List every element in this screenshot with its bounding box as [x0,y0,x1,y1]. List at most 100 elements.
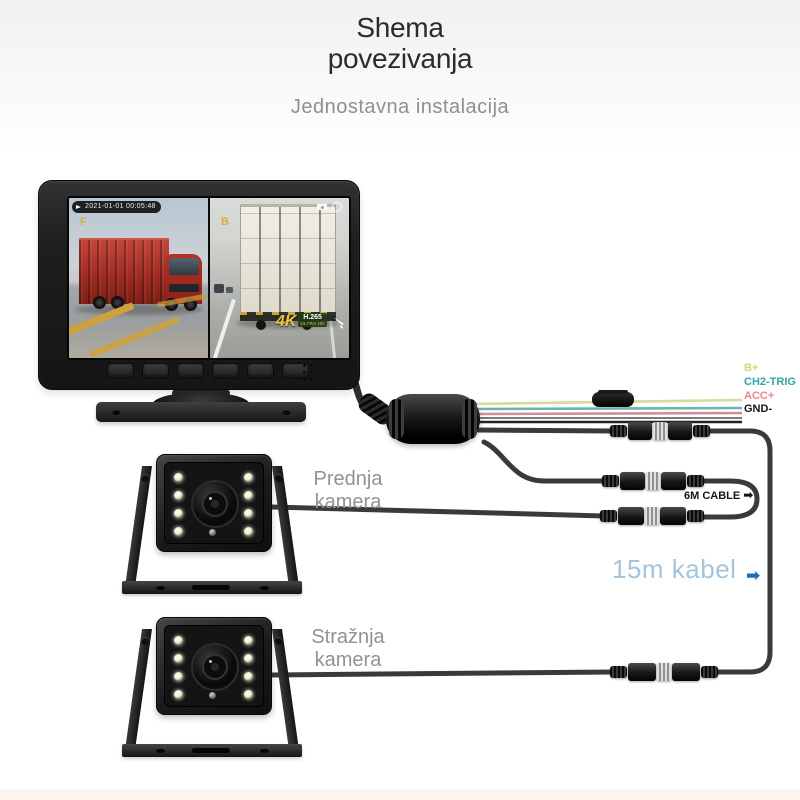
page-subtitle: Jednostavna instalacija [290,96,510,118]
ir-led [244,491,253,500]
connector-pair-monitor [610,422,710,440]
ir-led [244,473,253,482]
cable-front-camera [269,504,607,519]
truck-bumper [240,312,336,321]
bottom-band [0,789,800,800]
mount-slot [192,748,230,753]
truck-shadow [75,304,203,315]
distant-car [226,287,233,293]
title-line-1: Shema [356,12,444,43]
ir-led [244,636,253,645]
ir-led [174,527,183,536]
splitter-box [386,394,480,444]
connector-pair-6m-top [602,472,704,490]
header-background [0,0,800,150]
mount-hole [260,586,269,590]
connector-ring [645,507,659,525]
monitor-buttons [107,363,309,379]
connector-ring [657,663,671,681]
4k-label: 4K [276,313,297,330]
cable-15m [701,428,773,675]
ir-led [174,690,183,699]
ir-led [244,509,253,518]
wire-ch2-trig [471,406,743,411]
connector-ring [646,472,660,490]
monitor: 2021-01-01 00:05:48 F B 4K H. [38,180,360,390]
camera-screw [209,529,216,536]
cable-splitter-to-conn1 [475,427,617,434]
monitor-button [177,363,204,379]
white-box-truck [240,204,336,314]
camera-lens [191,643,239,691]
4k-badge: 4K H.265 ULTRA HD [276,313,327,331]
front-camera-view: 2021-01-01 00:05:48 F [69,198,210,358]
connector-ring [653,422,667,440]
mount-base [122,744,302,757]
speaker-grille [301,362,317,382]
title-line-2: povezivanja [327,43,473,74]
monitor-stand-base [96,402,306,422]
front-camera [118,448,306,600]
codec-badge: H.265 ULTRA HD [298,313,327,327]
cable-splitter-to-conn2 [481,439,609,484]
codec-label: H.265 [303,314,322,321]
osd-channel-rear: B [221,216,229,228]
wire-label-b-plus: B+ [744,362,759,374]
truck-windshield [169,258,199,275]
mount-bracket-arm [125,466,152,586]
cable-6m-loop [699,478,760,520]
wire-label-gnd: GND- [744,403,773,415]
camera-body [156,617,272,715]
ir-led [244,690,253,699]
osd-timestamp: 2021-01-01 00:05:48 [72,201,161,213]
road-marking [89,316,180,358]
ir-led [174,636,183,645]
osd-channel-front: F [80,216,87,228]
record-status-icon [332,202,342,212]
codec-sub-label: ULTRA HD [300,321,325,326]
lane-line [212,298,236,358]
rear-camera [118,611,306,763]
red-container [79,238,169,304]
monitor-button [212,363,239,379]
connector-pair-6m-bottom [600,507,704,525]
wire-label-ch2-trig: CH2-TRIG [744,376,796,388]
ir-led [174,509,183,518]
truck-wheel [256,320,266,330]
rear-camera-view: B 4K H.265 ULTRA HD [210,198,349,358]
truck-shadow [236,318,338,328]
cable-6m-label: 6M CABLE➡ [684,488,754,502]
mount-hole [156,749,165,753]
page-title: Shema povezivanja [0,12,800,74]
mount-hole [260,749,269,753]
ir-led [174,473,183,482]
stand-screw [112,409,121,415]
monitor-button [107,363,134,379]
stand-screw [282,409,291,415]
right-arrow-icon: ➡ [746,566,761,586]
monitor-button [142,363,169,379]
ir-led [174,654,183,663]
mount-base [122,581,302,594]
rear-camera-label: Stražnja kamera [311,626,385,671]
truck-grille [169,284,199,292]
connector-pair-rear [610,663,718,681]
mount-bracket-arm [125,629,152,749]
camera-status-icon [317,204,327,210]
cable-rear-camera [269,669,617,678]
ir-led [244,672,253,681]
front-camera-label: Prednja kamera [313,468,383,513]
ir-led [174,491,183,500]
fuse-holder [592,390,634,407]
right-arrow-icon: ➡ [743,488,754,502]
mount-slot [192,585,230,590]
monitor-screen: 2021-01-01 00:05:48 F B 4K H. [67,196,351,360]
mount-hole [156,586,165,590]
wire-label-acc-plus: ACC+ [744,390,775,402]
cable-15m-label: 15m kabel [612,554,737,584]
camera-lens [191,480,239,528]
wire-acc-plus [471,411,743,416]
camera-screw [209,692,216,699]
truck-wheel [93,296,106,309]
